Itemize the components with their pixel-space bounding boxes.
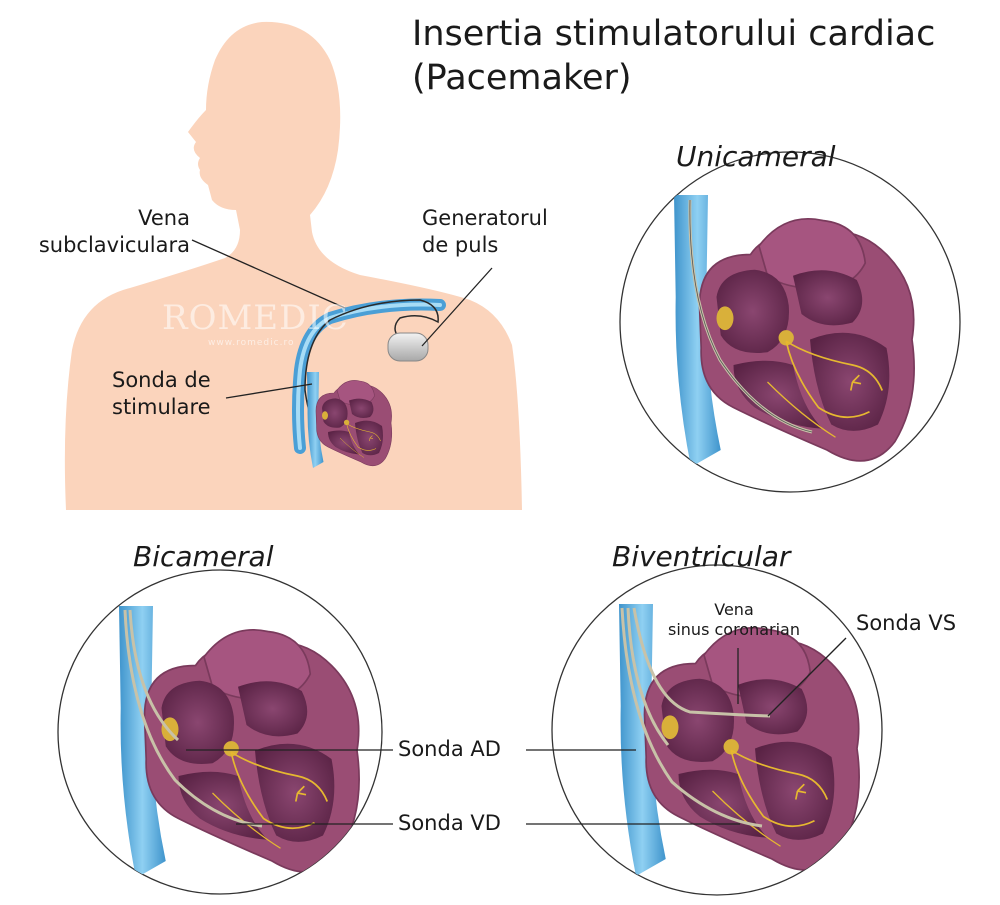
title-line-1: Insertia stimulatorului cardiac bbox=[412, 14, 936, 54]
label-vena-subclaviculara-line2: subclaviculara bbox=[38, 233, 190, 257]
watermark-brand: ROMEDIC bbox=[162, 298, 349, 338]
pulse-generator bbox=[387, 332, 429, 362]
biventricular-lead-ra bbox=[626, 607, 670, 746]
heading-biventricular: Biventricular bbox=[612, 540, 791, 573]
leader-sonda-stimulare bbox=[225, 383, 313, 399]
label-sonda-ad: Sonda AD bbox=[398, 737, 501, 761]
label-vena-sinus-coronarian: Vena sinus coronarian bbox=[648, 600, 820, 640]
leader-vena-subclaviculara bbox=[191, 239, 346, 309]
label-generatorul-line2: de puls bbox=[422, 233, 499, 257]
label-sonda-vs: Sonda VS bbox=[856, 611, 957, 635]
body-silhouette bbox=[64, 21, 522, 511]
biventricular-lead-rv bbox=[620, 607, 763, 828]
leader-sonda-vs bbox=[767, 637, 847, 717]
label-vena-subclaviculara-line1: Vena bbox=[138, 206, 190, 230]
bicameral-lead-rv bbox=[123, 609, 263, 828]
label-sonda-de-stimulare: Sonda de stimulare bbox=[112, 367, 211, 421]
label-vena-subclaviculara: Vena subclaviculara bbox=[18, 205, 190, 259]
label-sonda-stimulare-line1: Sonda de bbox=[112, 368, 211, 392]
label-generatorul-de-puls: Generatorul de puls bbox=[422, 205, 548, 259]
label-sonda-stimulare-line2: stimulare bbox=[112, 395, 211, 419]
label-vena-sinus-line1: Vena bbox=[714, 600, 754, 619]
label-generatorul-line1: Generatorul bbox=[422, 206, 548, 230]
label-sonda-vd: Sonda VD bbox=[398, 811, 501, 835]
biventricular-lead-lv bbox=[632, 607, 771, 718]
diagram-title: Insertia stimulatorului cardiac (Pacemak… bbox=[412, 12, 935, 100]
bicameral-lead-ra bbox=[128, 609, 180, 742]
title-line-2: (Pacemaker) bbox=[412, 58, 632, 98]
watermark-site: www.romedic.ro bbox=[208, 338, 295, 348]
heading-unicameral: Unicameral bbox=[676, 140, 836, 173]
label-vena-sinus-line2: sinus coronarian bbox=[668, 620, 800, 639]
leader-generatorul bbox=[421, 267, 493, 347]
heading-bicameral: Bicameral bbox=[133, 540, 274, 573]
